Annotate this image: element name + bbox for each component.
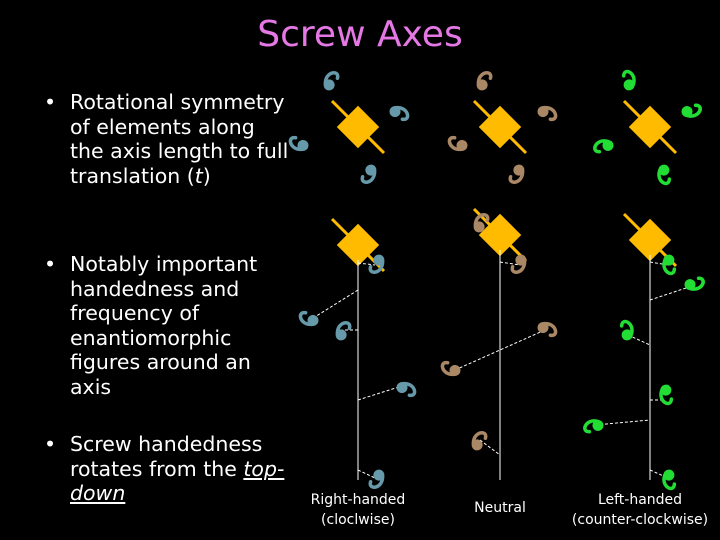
side-motif-left-3 [619,319,634,341]
motif-neutral-west [447,136,468,152]
connector-left-3 [627,334,651,346]
connector-right-5 [357,469,376,479]
side-motif-left-6 [662,469,677,491]
bullet-screw-rotation: Screw handedness rotates from the top-do… [40,432,290,506]
caption-left-handed-line1: Left-handed [597,492,683,508]
connector-left-5 [594,419,651,426]
caption-right-handed: Right-handed (cloclwise) [292,490,424,530]
caption-right-handed-line1: Right-handed [310,492,406,508]
connector-neutral-1 [499,261,521,266]
caption-neutral-line1: Neutral [474,500,526,516]
bullet-handedness: Notably important handedness and frequen… [40,252,290,399]
side-motif-neutral-4 [440,361,461,377]
side-motif-left-1 [662,254,677,276]
side-motif-left-4 [659,384,674,406]
motif-right-top [323,71,340,91]
bullet-text: Screw handedness rotates from the [70,432,263,481]
side-motif-right-4 [396,381,417,397]
caption-left-handed: Left-handed (counter-clockwise) [560,490,720,530]
side-motif-neutral-3 [537,321,558,337]
axis-symbol-left-axis [622,99,678,155]
side-axis-symbol-neutral-axis [472,207,528,263]
bullet-emphasis: t [194,163,203,188]
bullet-emphasis-top-down: top-down [70,456,285,506]
bullet-text-end: ) [202,163,211,188]
motif-neutral-east [537,105,558,121]
connector-right-1 [357,262,376,266]
caption-right-handed-line2: (cloclwise) [321,512,395,528]
side-motif-neutral-1 [510,254,527,274]
connector-neutral-3 [479,439,501,456]
bullet-rotational-symmetry: Rotational symmetry of elements along th… [40,90,290,188]
bullet-text: Notably important handedness and frequen… [70,252,258,399]
side-motif-left-5 [583,419,604,434]
caption-neutral: Neutral [450,498,550,518]
motif-left-bottom [657,164,672,186]
slide-title: Screw Axes [257,14,463,55]
connector-left-2 [649,284,696,301]
caption-left-handed-line2: (counter-clockwise) [571,512,709,528]
motif-left-west [593,139,614,154]
connector-neutral-2 [454,329,546,371]
side-motif-right-5 [368,469,385,489]
motif-neutral-bottom [508,164,525,184]
side-motif-neutral-2 [473,213,490,233]
axis-symbol-neutral-axis [472,99,528,155]
motif-neutral-top [476,71,493,91]
bullet-text: Rotational symmetry of elements along th… [70,90,289,188]
connector-right-2 [309,289,359,321]
axis-symbol-right-axis [330,99,386,155]
side-motif-right-1 [368,254,385,274]
motif-right-bottom [360,164,377,184]
side-motif-left-2 [684,276,705,291]
motif-right-east [389,105,410,121]
side-motif-neutral-5 [471,431,488,451]
side-motif-right-2 [298,311,319,327]
motif-left-top [621,69,636,91]
side-motif-right-3 [335,321,352,341]
motif-right-west [288,136,309,152]
motif-left-east [681,103,702,118]
